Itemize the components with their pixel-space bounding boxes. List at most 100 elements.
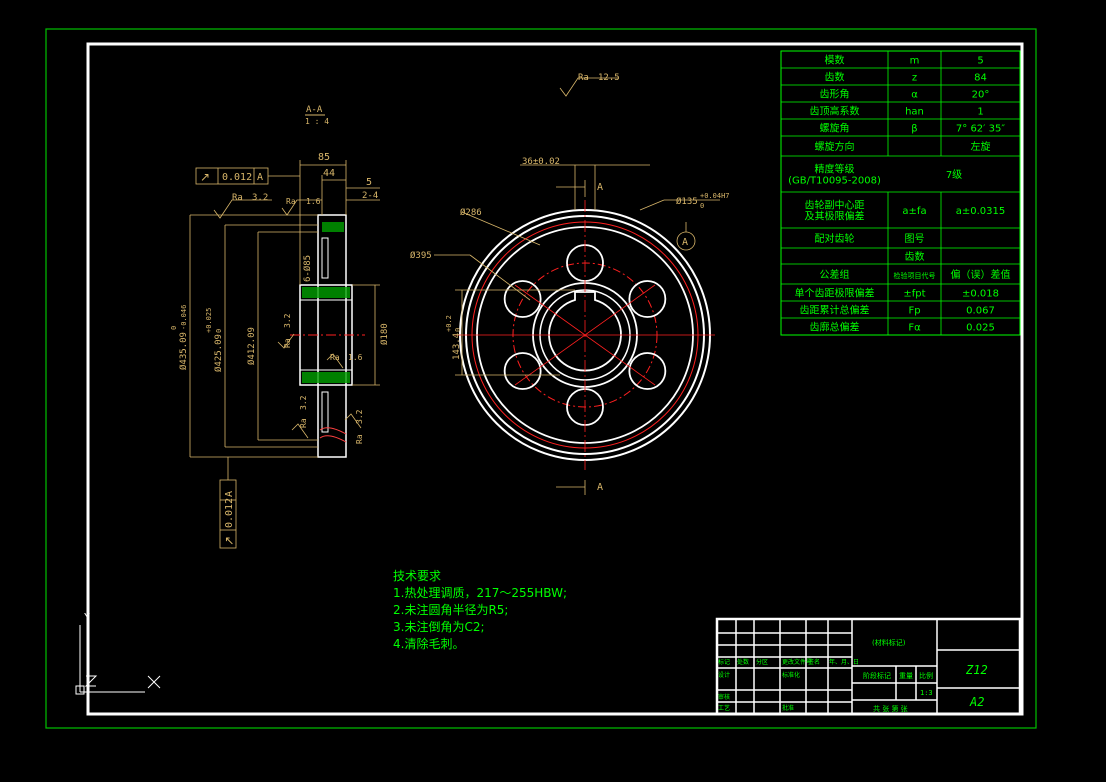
ra-bore2-label: Ra — [330, 353, 340, 362]
lightening-holes — [503, 244, 667, 426]
tol-frame-bottom-value: 0.012 — [224, 498, 235, 528]
ra-top-value: 12.5 — [598, 73, 620, 83]
ra-hub-label: Ra — [286, 197, 296, 206]
tol-frame-bottom-symbol: ↗ — [222, 536, 236, 546]
bore-keyway — [548, 291, 622, 372]
dim-pitch: Ø425.09 — [213, 334, 224, 372]
param-value: 20° — [972, 90, 990, 101]
tech-title: 技术要求 — [393, 569, 441, 583]
title-drawing-no: Z12 — [965, 663, 988, 677]
dim-root: Ø412.09 — [246, 327, 257, 365]
section-mark-bottom: A — [597, 482, 603, 493]
section-label: A-A — [306, 105, 323, 115]
param-name: 公差组 — [820, 268, 850, 281]
ucs-icon — [75, 625, 161, 695]
outer-frame — [45, 28, 1037, 729]
param-name: 齿廓总偏差 — [810, 321, 860, 334]
param-name: (GB/T10095-2008) — [788, 176, 881, 187]
param-name: 螺旋角 — [820, 122, 850, 135]
dim-bore: Ø180 — [379, 323, 390, 345]
param-symbol: Fp — [908, 306, 920, 317]
ra-bore2-value: 1.6 — [348, 353, 363, 362]
ra-bore-label: Ra — [283, 338, 292, 348]
param-value: 7级 — [946, 169, 962, 181]
title-row-label: 工艺 — [718, 704, 730, 712]
title-sheet: A2 — [969, 695, 984, 709]
ra-lower2-label: Ra — [355, 434, 364, 444]
title-row-label: 更改文件号 — [782, 658, 812, 666]
ra-left-value: 3.2 — [252, 193, 268, 203]
param-name: 齿轮副中心距 — [805, 199, 865, 212]
param-value: 5 — [977, 56, 983, 67]
ra-lower-value: 3.2 — [299, 395, 308, 410]
param-name: 齿距累计总偏差 — [800, 304, 870, 317]
param-symbol: β — [911, 124, 917, 135]
title-weight-label: 重量 — [899, 672, 913, 680]
param-name: 配对齿轮 — [815, 232, 855, 245]
dim-bore-tol-upper: +0.04H7 — [700, 192, 730, 200]
lightening-hole — [503, 280, 542, 318]
param-value: 84 — [974, 73, 987, 84]
dim-od-tol-upper: 0 — [170, 326, 178, 330]
hatch-hub-bottom — [302, 372, 350, 383]
param-symbol: 检验项目代号 — [894, 271, 936, 280]
param-symbol: han — [905, 107, 924, 118]
tech-item-4: 4.清除毛刺。 — [393, 636, 464, 651]
dim-pitch-tol-lower: 0 — [215, 329, 223, 333]
side-dimensions — [189, 77, 618, 549]
title-row-label: 设计 — [718, 671, 730, 679]
param-symbol: a±fa — [902, 206, 926, 217]
tol-frame-top-value: 0.012 — [222, 172, 252, 183]
dim-d395: Ø395 — [410, 250, 432, 261]
title-stage-label: 阶段标记 — [863, 671, 891, 680]
dim-85: 85 — [318, 152, 330, 163]
title-material: (材料标记) — [872, 638, 906, 647]
hatch-web — [321, 237, 329, 279]
dim-key-depth-tol-lower: 0 — [454, 328, 462, 332]
param-symbol: α — [911, 90, 918, 101]
param-name: 精度等级 — [815, 163, 855, 176]
dim-44: 44 — [323, 168, 335, 179]
param-name: 齿数 — [825, 71, 845, 84]
title-row-label: 标准化 — [782, 671, 800, 679]
param-name: 齿形角 — [820, 89, 850, 101]
param-value: 1 — [977, 107, 983, 118]
param-name: 模数 — [825, 54, 845, 67]
param-name: 齿顶高系数 — [810, 105, 860, 118]
title-row-label: 处数 — [737, 658, 749, 666]
dim-od-tol-lower: -0.046 — [180, 305, 188, 330]
front-dimensions — [434, 164, 720, 495]
param-symbol: m — [910, 56, 920, 67]
tol-frame-top-datum: A — [257, 172, 263, 183]
param-value: a±0.0315 — [956, 206, 1006, 217]
inner-frame — [86, 42, 1024, 716]
tech-item-3: 3.未注倒角为C2; — [393, 619, 485, 634]
ucs-y-label: Y — [84, 612, 90, 623]
dim-chamfer: 2-4 — [362, 191, 378, 201]
side-section-view: A-A 1 : 4 — [290, 105, 365, 458]
title-scale-value: 1:3 — [920, 689, 933, 697]
tech-item-2: 2.未注圆角半径为R5; — [393, 602, 508, 617]
dim-od: Ø435.09 — [178, 332, 189, 370]
tol-frame-top-symbol: ↗ — [200, 170, 210, 184]
section-mark-top: A — [597, 182, 603, 193]
param-symbol: 齿数 — [905, 250, 925, 263]
param-name: 及其极限偏差 — [805, 210, 865, 223]
title-row-labels: 标记处数分区更改文件号签名年、月、日设计标准化审核工艺批准 — [718, 658, 859, 712]
param-value: 左旋 — [971, 140, 991, 153]
section-scale: 1 : 4 — [305, 117, 329, 126]
ra-top-label: Ra — [578, 73, 589, 83]
param-value: 0.067 — [966, 306, 995, 317]
ra-lower2-value: 3.2 — [355, 409, 364, 424]
param-symbol: z — [912, 73, 917, 84]
dim-d286: Ø286 — [460, 207, 482, 218]
param-value: ±0.018 — [962, 289, 999, 300]
hatch-top-rim — [322, 222, 344, 232]
param-symbol: Fα — [908, 323, 921, 334]
param-symbol: ±fpt — [903, 289, 925, 300]
param-value: 偏（误）差值 — [951, 268, 1011, 281]
ra-left-label: Ra — [232, 193, 243, 203]
ra-hub-value: 1.6 — [306, 197, 321, 206]
